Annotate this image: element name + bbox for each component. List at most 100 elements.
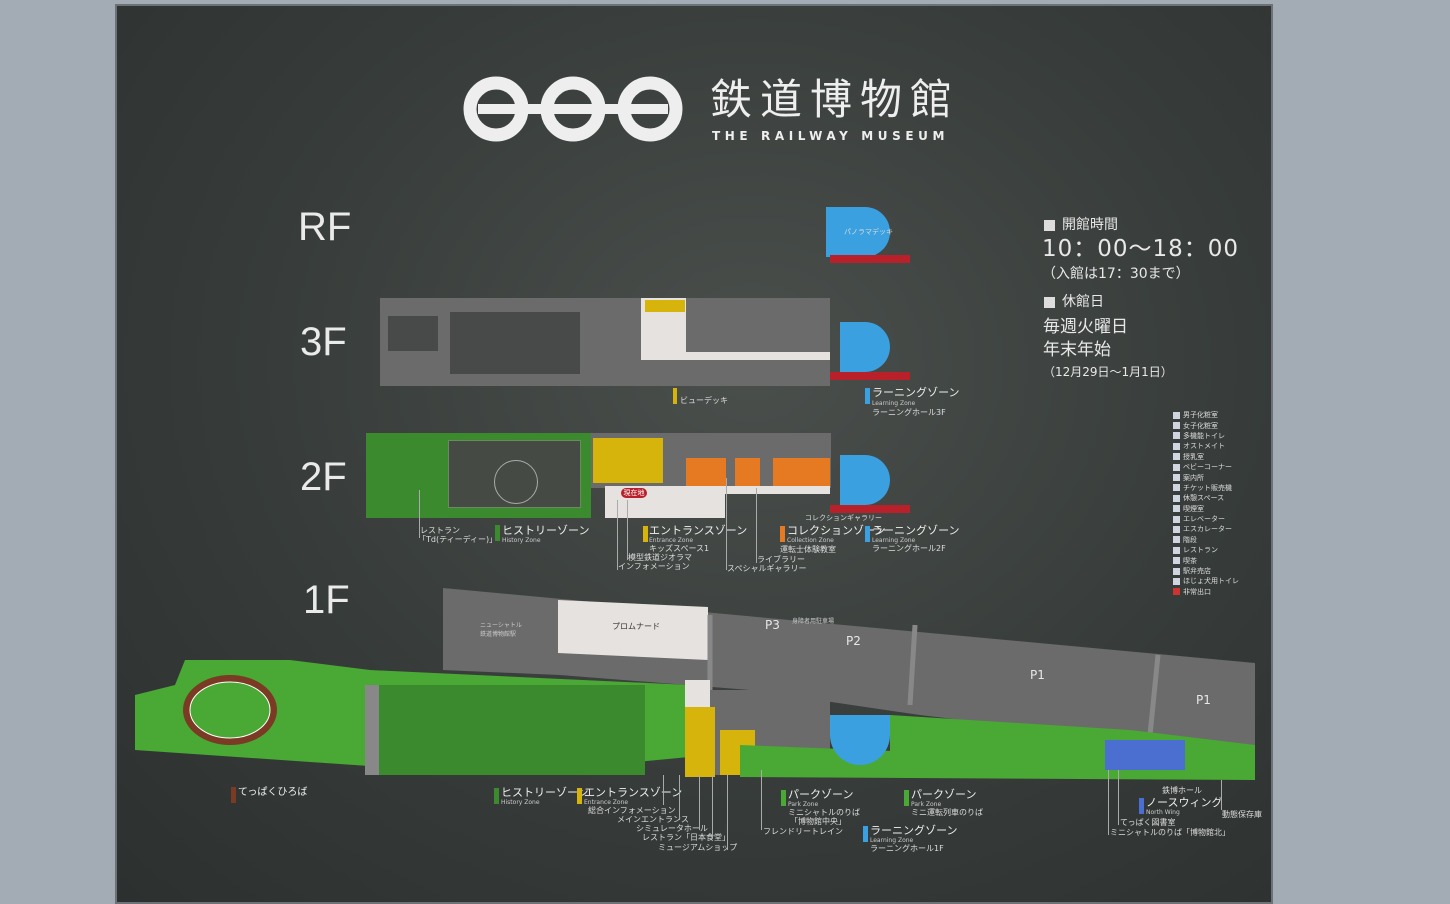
legend-item: ほじょ犬用トイレ bbox=[1173, 576, 1239, 586]
escalator-icon bbox=[1173, 525, 1180, 533]
legend-label: 喫煙室 bbox=[1183, 504, 1204, 513]
north-wing-marker bbox=[1139, 798, 1144, 814]
legend-item: 喫煙室 bbox=[1173, 504, 1239, 514]
closed-heading: 休館日 bbox=[1062, 294, 1104, 310]
legend-label: エスカレーター bbox=[1183, 525, 1232, 534]
mini-shuttle-station-label: 「博物館中央」 bbox=[790, 817, 846, 826]
cafe-icon bbox=[1173, 557, 1180, 565]
entrance-zone-marker bbox=[673, 388, 677, 404]
legend-item: 喫茶 bbox=[1173, 555, 1239, 565]
parking-p2: P2 bbox=[846, 634, 861, 648]
park-zone-label: パークゾーン bbox=[911, 788, 977, 801]
leader-line bbox=[419, 490, 420, 538]
stairs-structure bbox=[830, 372, 910, 380]
legend-label: オストメイト bbox=[1183, 442, 1225, 451]
legend-label: 喫茶 bbox=[1183, 556, 1197, 565]
floor-label-1f: 1F bbox=[303, 578, 350, 622]
leader-line bbox=[699, 775, 700, 830]
legend-label: 階段 bbox=[1183, 535, 1197, 544]
legend-item: 多機能トイレ bbox=[1173, 431, 1239, 441]
station-label: ニューシャトル bbox=[480, 622, 522, 629]
park-zone-marker bbox=[904, 790, 909, 806]
mini-shuttle-label: ミニシャトルのりば bbox=[788, 808, 860, 817]
north-wing-en: North Wing bbox=[1146, 809, 1180, 816]
service-dog-toilet-icon bbox=[1173, 577, 1180, 585]
history-zone-marker bbox=[494, 788, 499, 804]
leader-line bbox=[726, 478, 727, 570]
leader-line bbox=[627, 500, 628, 560]
stairs-structure bbox=[830, 505, 910, 513]
legend-item: 階段 bbox=[1173, 535, 1239, 545]
turntable bbox=[494, 460, 538, 504]
leader-line bbox=[756, 488, 757, 563]
learning-zone-marker bbox=[865, 388, 870, 404]
view-deck-area bbox=[645, 300, 685, 312]
collection-zone-label: コレクションゾーン bbox=[787, 524, 886, 537]
floor-label-rf: RF bbox=[298, 205, 352, 249]
history-zone-en: History Zone bbox=[501, 799, 540, 806]
learning-zone-marker bbox=[865, 526, 870, 542]
legend-item: オストメイト bbox=[1173, 441, 1239, 451]
hours-heading: 開館時間 bbox=[1062, 217, 1118, 233]
leader-line bbox=[617, 500, 618, 570]
stairs-structure bbox=[830, 255, 910, 263]
station-name-label: 鉄道博物館駅 bbox=[480, 631, 517, 638]
collection-gallery-label: コレクションギャラリー bbox=[805, 514, 882, 522]
1f-map bbox=[135, 588, 1255, 780]
collection-zone-en: Collection Zone bbox=[787, 537, 834, 544]
legend-label: 案内所 bbox=[1183, 473, 1204, 482]
collection-area bbox=[735, 458, 760, 486]
restaurant-nihon-label: レストラン「日本食堂」 bbox=[642, 833, 730, 842]
preservation-shed-label: 動態保存庫 bbox=[1222, 810, 1262, 819]
stairs-icon bbox=[1173, 536, 1180, 544]
ticket-machine-icon bbox=[1173, 484, 1180, 492]
leader-line bbox=[1108, 770, 1109, 835]
entrance-zone-marker bbox=[577, 788, 582, 804]
leader-line bbox=[1221, 780, 1222, 810]
restaurant-label: レストラン bbox=[420, 526, 460, 535]
friendly-train-label: フレンドリートレイン bbox=[763, 827, 843, 836]
title-en: THE RAILWAY MUSEUM bbox=[712, 129, 950, 143]
closed-weekly: 毎週火曜日 bbox=[1043, 317, 1128, 337]
3f-hall-void bbox=[380, 298, 830, 386]
entrance-zone-en: Entrance Zone bbox=[584, 799, 629, 806]
3f-walkway bbox=[680, 352, 830, 360]
floor-label-3f: 3F bbox=[300, 320, 347, 364]
plaza-label: てっぱくひろば bbox=[238, 787, 308, 798]
legend-label: エレベーター bbox=[1183, 515, 1225, 524]
learning-hall-3f bbox=[840, 322, 890, 372]
entrance-zone-label: エントランスゾーン bbox=[649, 524, 748, 537]
special-gallery-label: スペシャルギャラリー bbox=[727, 564, 807, 573]
restaurant-td-label: 「Td(ティーディー)」 bbox=[418, 535, 498, 544]
3f-void-block bbox=[388, 316, 438, 351]
title-jp: 鉄道博物館 bbox=[710, 75, 961, 124]
park-zone-marker bbox=[781, 790, 786, 806]
view-deck-label: ビューデッキ bbox=[680, 396, 728, 405]
closed-dates: （12月29日〜1月1日） bbox=[1043, 365, 1173, 379]
opening-hours: 10：00〜18：00 bbox=[1042, 236, 1240, 262]
teppaku-hall-label: 鉄博ホール bbox=[1162, 786, 1202, 795]
simulator-hall-label: シミュレータホール bbox=[636, 824, 708, 833]
diorama-label: 模型鉄道ジオラマ bbox=[628, 553, 692, 562]
learning-zone-en: Learning Zone bbox=[870, 837, 914, 844]
legend-item: 授乳室 bbox=[1173, 452, 1239, 462]
information-label: インフォメーション bbox=[618, 562, 690, 571]
museum-shop-label: ミュージアムショップ bbox=[658, 843, 738, 852]
emergency-exit-icon bbox=[1173, 588, 1180, 596]
park-zone-en: Park Zone bbox=[911, 801, 942, 808]
floor-label-2f: 2F bbox=[300, 455, 347, 499]
kids-space-label: キッズスペース1 bbox=[649, 544, 710, 553]
learning-zone-en: Learning Zone bbox=[872, 400, 916, 407]
park-zone-en: Park Zone bbox=[788, 801, 819, 808]
entrance-zone-en: Entrance Zone bbox=[649, 537, 694, 544]
legend-label: レストラン bbox=[1183, 546, 1218, 555]
ekiben-shop-icon bbox=[1173, 567, 1180, 575]
leader-line bbox=[1118, 770, 1119, 825]
teppaku-library-label: てっぱく図書室 bbox=[1120, 818, 1176, 827]
learning-zone-label: ラーニングゾーン bbox=[872, 386, 960, 399]
legend-label: ほじょ犬用トイレ bbox=[1183, 577, 1239, 586]
collection-zone-marker bbox=[780, 526, 785, 542]
history-zone-marker bbox=[495, 525, 500, 541]
3f-void-block bbox=[450, 312, 580, 374]
north-wing-label: ノースウィング bbox=[1146, 796, 1223, 809]
